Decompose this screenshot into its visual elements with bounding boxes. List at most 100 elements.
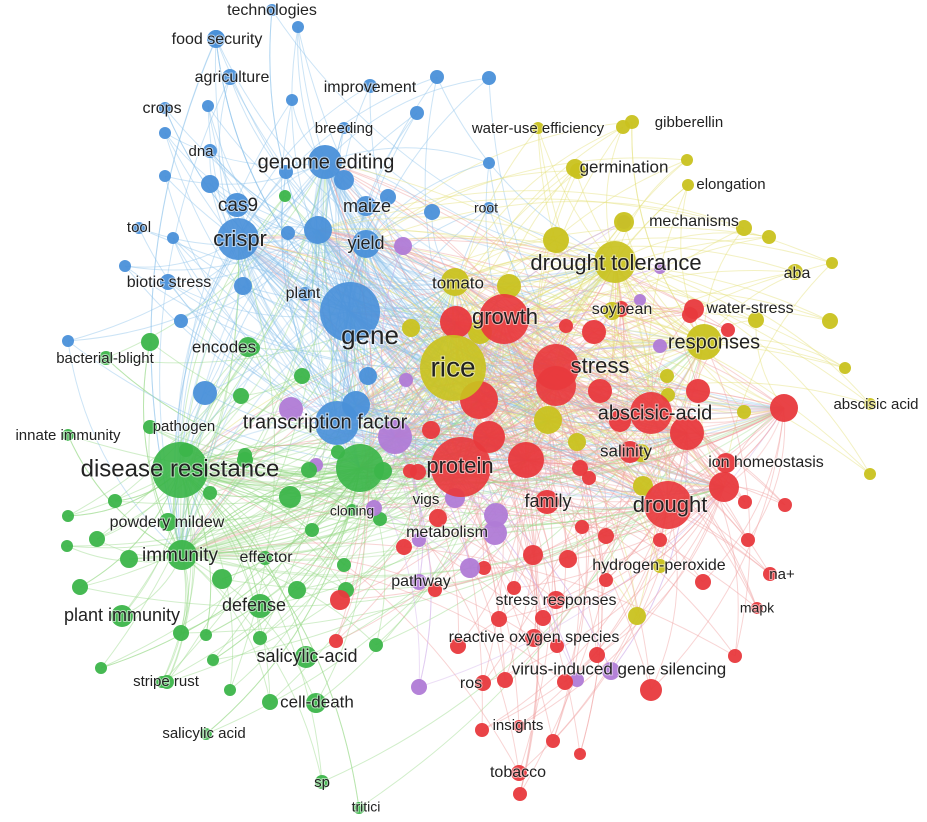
link-line bbox=[280, 99, 338, 424]
label-maize: maize bbox=[343, 196, 391, 216]
link-line bbox=[581, 407, 785, 528]
node-blue bbox=[62, 335, 74, 347]
link-line bbox=[394, 385, 785, 438]
link-line bbox=[180, 407, 785, 634]
link-line bbox=[365, 157, 688, 245]
node-drought bbox=[644, 481, 692, 529]
node-red bbox=[670, 416, 704, 450]
node-red bbox=[686, 379, 710, 403]
link-line bbox=[237, 238, 357, 406]
link-line bbox=[172, 237, 669, 506]
node-red bbox=[559, 319, 573, 333]
link-line bbox=[179, 469, 360, 809]
link-line bbox=[336, 422, 527, 465]
label-salinity: salinity bbox=[600, 441, 652, 460]
node-yellow bbox=[822, 313, 838, 329]
link-line bbox=[349, 311, 688, 434]
label-plant-immunity: plant immunity bbox=[64, 605, 180, 625]
link-line bbox=[317, 229, 549, 421]
link-line bbox=[349, 285, 729, 331]
link-line bbox=[179, 469, 323, 783]
link-line bbox=[179, 469, 271, 703]
link-line bbox=[336, 422, 578, 681]
node-water-stress bbox=[684, 299, 704, 319]
node-responses bbox=[686, 324, 722, 360]
node-disease-resistance bbox=[152, 442, 208, 498]
link-line bbox=[181, 467, 361, 556]
link-line bbox=[212, 467, 361, 661]
node-blue bbox=[159, 170, 171, 182]
link-line bbox=[181, 469, 310, 556]
link-line bbox=[324, 161, 490, 438]
link-line bbox=[167, 281, 454, 370]
link-line bbox=[164, 175, 338, 424]
label-family: family bbox=[524, 491, 571, 511]
link-line bbox=[67, 161, 326, 342]
link-line bbox=[138, 227, 338, 424]
link-line bbox=[525, 407, 785, 466]
link-line bbox=[149, 426, 361, 473]
link-line bbox=[181, 412, 652, 557]
link-line bbox=[100, 467, 361, 669]
node-tobacco bbox=[511, 765, 527, 781]
node-yellow bbox=[402, 319, 420, 337]
link-line bbox=[394, 299, 641, 438]
label-water-use-efficiency: water-use efficiency bbox=[471, 120, 605, 137]
link-line bbox=[452, 306, 831, 369]
node-red bbox=[582, 320, 606, 344]
label-defense: defense bbox=[222, 595, 286, 615]
link-line bbox=[525, 432, 688, 465]
link-line bbox=[317, 229, 505, 320]
link-line bbox=[365, 237, 695, 310]
link-line bbox=[181, 367, 454, 556]
link-line bbox=[181, 243, 367, 556]
link-line bbox=[614, 261, 871, 405]
node-transcription-factor bbox=[315, 401, 359, 445]
node-green bbox=[62, 510, 74, 522]
link-line bbox=[180, 367, 454, 634]
node-yellow bbox=[603, 302, 621, 320]
link-line bbox=[66, 467, 361, 549]
node-yellow bbox=[762, 230, 776, 244]
node-green bbox=[301, 462, 317, 478]
node-green bbox=[141, 333, 159, 351]
link-line bbox=[454, 281, 669, 396]
link-line bbox=[460, 466, 638, 617]
node-hydrogen-peroxide bbox=[653, 559, 667, 573]
node-red bbox=[422, 421, 440, 439]
link-line bbox=[455, 321, 758, 609]
label-na-: na+ bbox=[769, 566, 795, 583]
link-line bbox=[242, 285, 462, 468]
node-effector bbox=[258, 551, 272, 565]
link-line bbox=[365, 162, 490, 245]
node-green bbox=[89, 531, 105, 547]
link-line bbox=[394, 436, 424, 583]
link-line bbox=[177, 238, 239, 471]
label-abscisic-acid: abscisic acid bbox=[833, 396, 918, 413]
node-green bbox=[237, 452, 253, 468]
link-line bbox=[237, 238, 557, 368]
link-line bbox=[237, 238, 725, 488]
link-line bbox=[359, 281, 456, 469]
link-line bbox=[317, 229, 456, 283]
link-line bbox=[454, 281, 549, 421]
node-purple bbox=[634, 294, 646, 306]
link-line bbox=[552, 432, 688, 742]
link-line bbox=[179, 407, 785, 499]
link-line bbox=[525, 432, 688, 465]
link-line bbox=[148, 426, 183, 556]
node-protein bbox=[431, 437, 491, 497]
link-line bbox=[324, 161, 557, 387]
link-line bbox=[180, 229, 319, 322]
link-line bbox=[555, 366, 590, 683]
node-powdery-mildew bbox=[159, 513, 177, 531]
link-line bbox=[324, 161, 727, 464]
link-line bbox=[128, 467, 361, 560]
link-line bbox=[237, 238, 490, 438]
link-line bbox=[179, 432, 688, 500]
node-red bbox=[497, 672, 513, 688]
link-line bbox=[317, 229, 557, 368]
label-soybean: soybean bbox=[592, 301, 653, 318]
link-line bbox=[324, 161, 616, 263]
